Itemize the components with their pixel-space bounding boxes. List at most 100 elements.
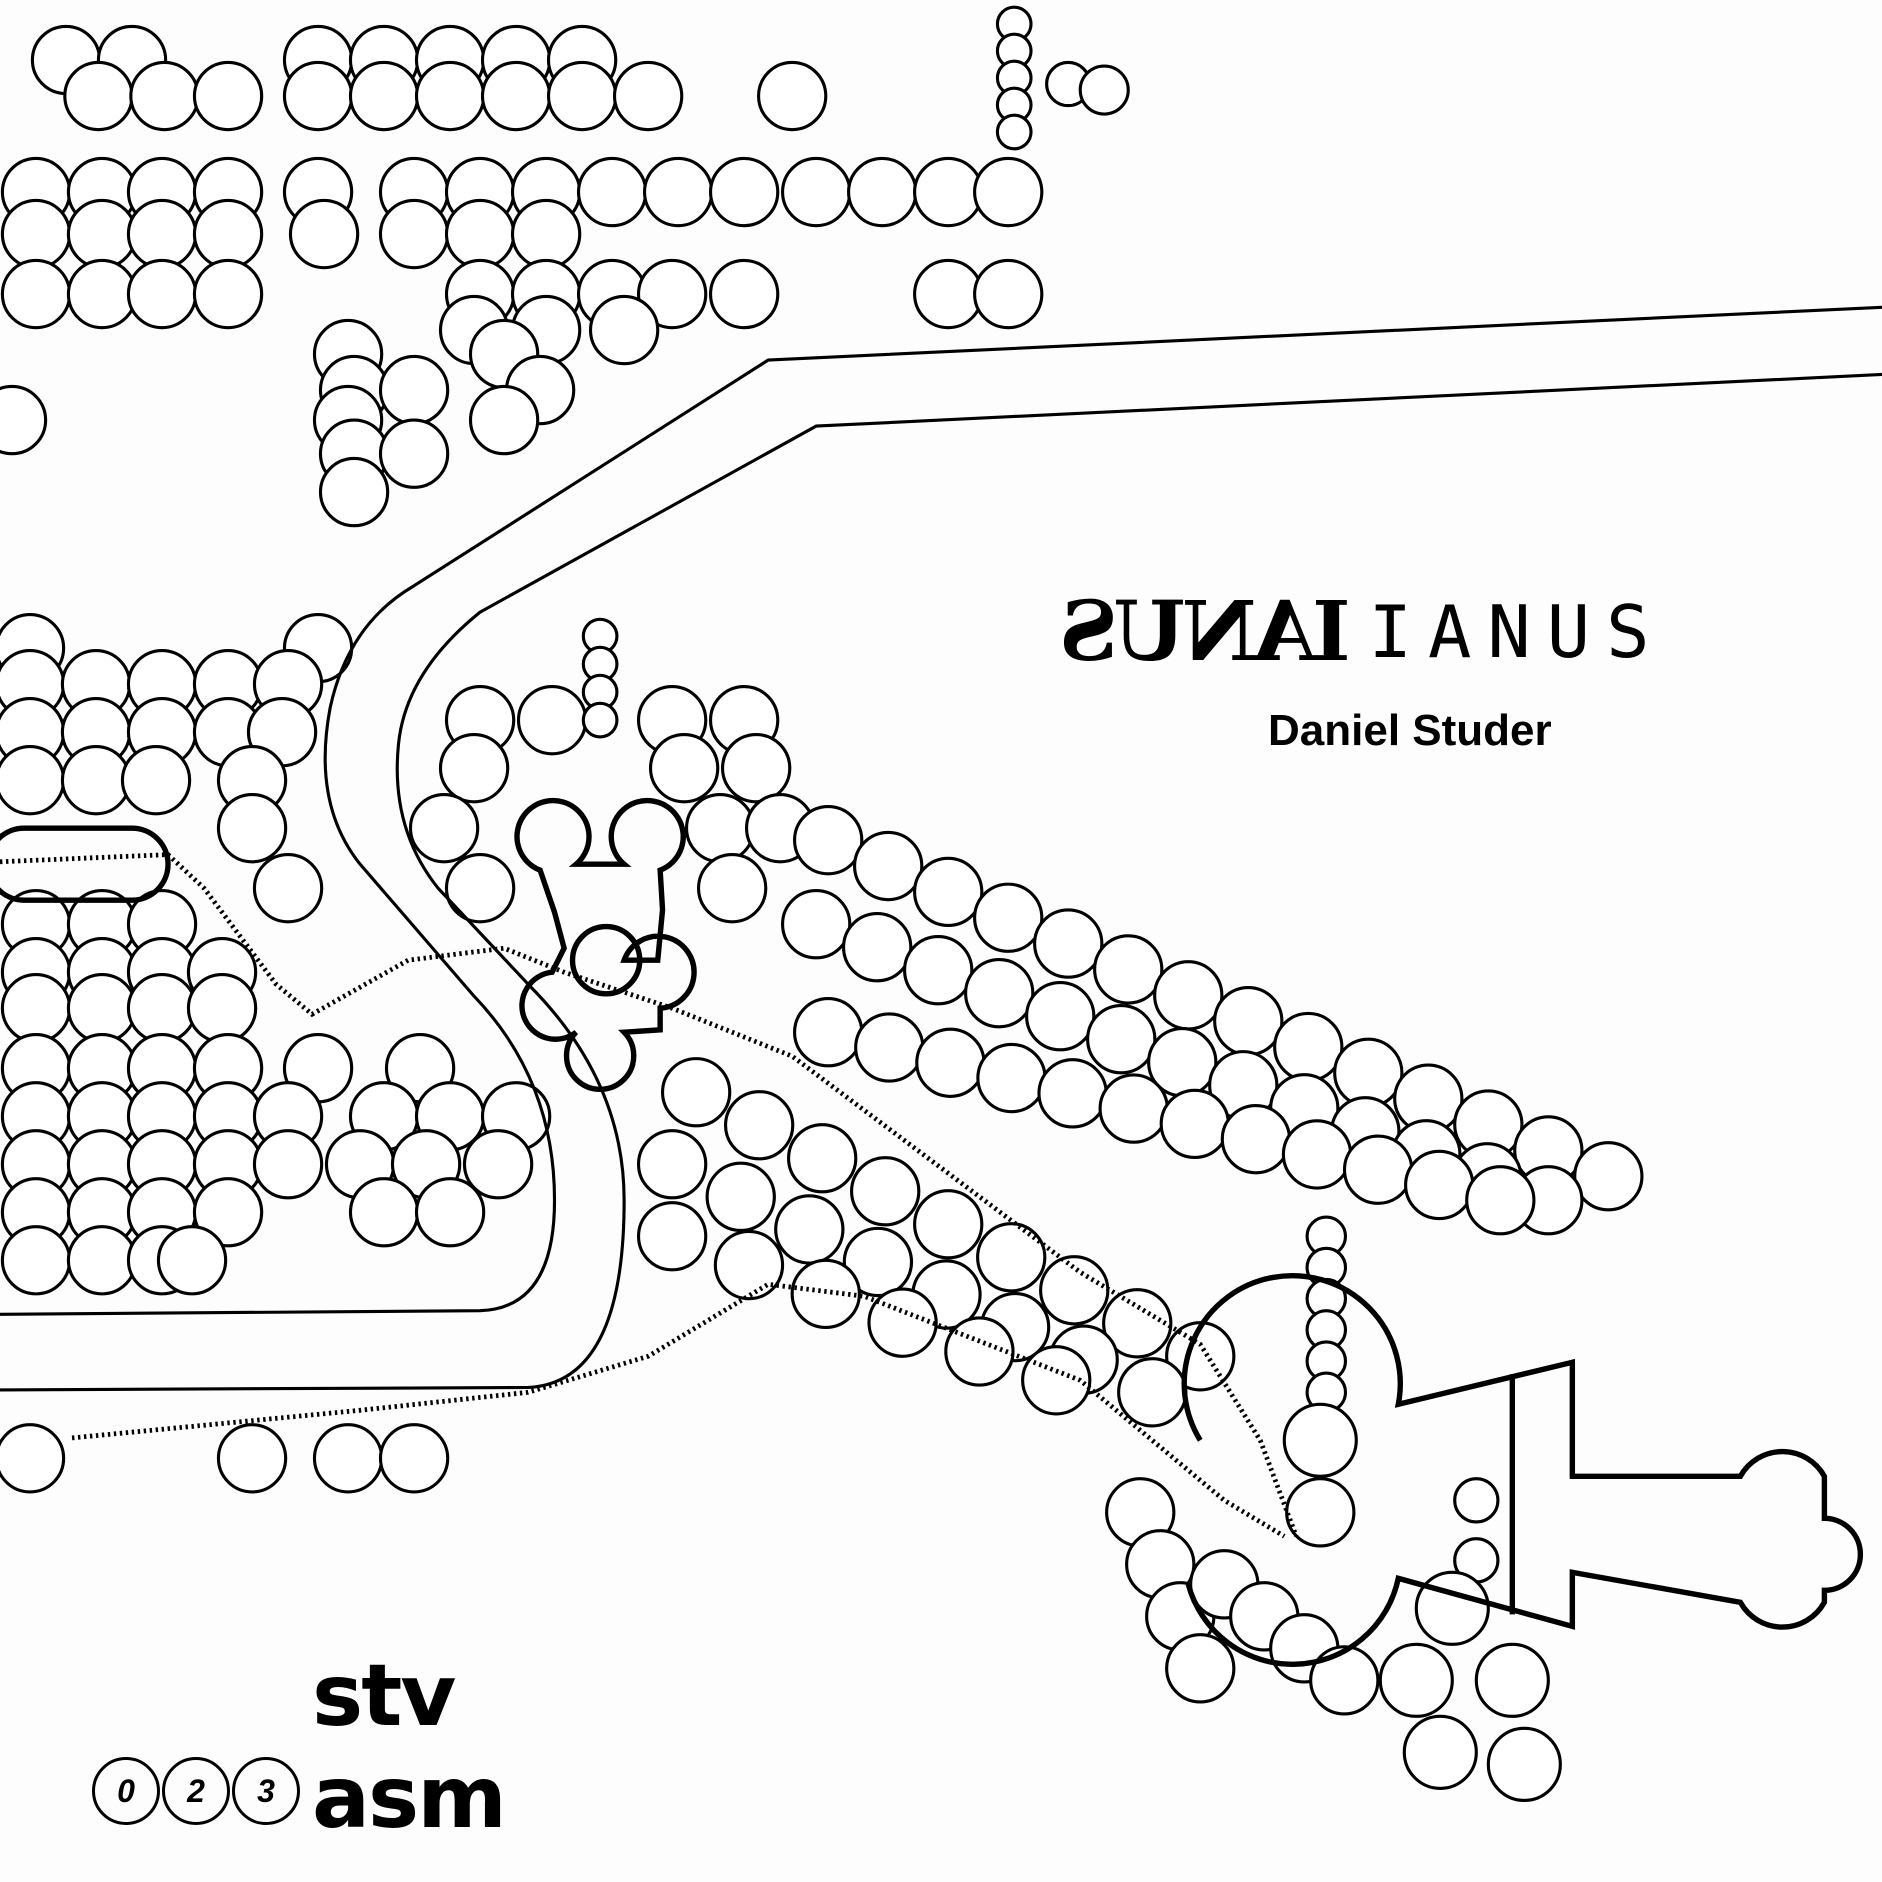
tree-circle xyxy=(995,113,1033,151)
tree-circle xyxy=(1453,1477,1500,1524)
tree-circle xyxy=(793,997,864,1068)
tree-circle xyxy=(708,156,780,228)
tree-circle xyxy=(1153,960,1224,1031)
tree-circle xyxy=(510,198,582,270)
tree-circle xyxy=(438,732,510,804)
tree-circle xyxy=(781,889,852,960)
tree-circle xyxy=(516,684,588,756)
series-digit: 2 xyxy=(162,1757,230,1825)
road xyxy=(0,305,1882,1392)
tree-circle xyxy=(636,1201,708,1272)
tree-circle xyxy=(1342,1134,1414,1205)
tree-circle xyxy=(705,1161,776,1232)
tree-circle xyxy=(913,856,984,928)
tree-circle xyxy=(1573,1141,1644,1212)
road-inner-edge xyxy=(0,372,1882,1392)
tree-circle xyxy=(126,258,198,330)
building-small xyxy=(514,797,697,1092)
tree-circle xyxy=(0,1423,66,1494)
tree-circle xyxy=(708,258,780,330)
tree-circle xyxy=(60,744,132,816)
series-digit: 3 xyxy=(232,1757,300,1825)
tree-circle xyxy=(414,60,486,132)
tree-circle xyxy=(378,1423,450,1494)
tree-circle xyxy=(636,1129,708,1200)
tree-circle xyxy=(660,1057,732,1128)
tree-circle xyxy=(757,60,828,132)
tree-circle xyxy=(0,745,66,816)
tree-circle xyxy=(1273,1011,1344,1083)
tree-circle xyxy=(192,60,264,132)
tree-circle xyxy=(842,1226,914,1298)
tree-circle xyxy=(1102,1288,1173,1359)
tree-circle xyxy=(842,912,913,983)
dotted-path xyxy=(0,852,1299,1538)
tree-circle xyxy=(581,701,619,739)
tree-circle xyxy=(0,198,72,270)
tree-circle xyxy=(1414,1570,1490,1646)
tree-circle xyxy=(944,1316,1015,1387)
tree-circle xyxy=(444,853,516,924)
series-number: 0 2 3 xyxy=(92,1757,300,1825)
tree-circle xyxy=(793,805,864,876)
tree-circle xyxy=(847,156,918,228)
tree-circle xyxy=(120,744,192,816)
tree-circle xyxy=(0,973,72,1044)
tree-circle xyxy=(1086,1004,1157,1075)
tree-circle xyxy=(348,60,420,132)
tree-circle xyxy=(66,198,138,270)
tree-circle xyxy=(66,258,138,330)
tree-circle xyxy=(480,60,552,132)
title-text: IANUS xyxy=(1368,590,1666,674)
tree-circle xyxy=(1098,1073,1169,1144)
building-large xyxy=(1181,1272,1864,1667)
tree-circle xyxy=(1093,934,1164,1005)
book-title: IANUS IANUS xyxy=(1063,584,1666,680)
tree-circle xyxy=(588,294,660,366)
tree-circle xyxy=(774,1194,845,1265)
tree-circle xyxy=(1039,1255,1110,1326)
tree-circle xyxy=(288,198,360,270)
tree-circle xyxy=(576,156,648,228)
tree-circle xyxy=(648,732,720,804)
tree-circle xyxy=(913,258,984,330)
tree-circle xyxy=(66,1225,138,1296)
tree-circle xyxy=(612,60,684,132)
tree-circle xyxy=(63,60,134,132)
tree-circle xyxy=(1486,1726,1562,1802)
tree-circle xyxy=(444,198,516,270)
tree-circle xyxy=(468,384,540,456)
tree-circle xyxy=(126,973,198,1044)
tree-circle xyxy=(318,456,390,528)
tree-circle xyxy=(781,156,852,228)
tree-circle xyxy=(156,1225,228,1296)
tree-circle xyxy=(1220,1103,1292,1175)
tree-circle xyxy=(854,1012,925,1083)
tree-circle xyxy=(1474,1642,1550,1718)
publisher-logo: stv asm xyxy=(312,1645,507,1849)
building-left xyxy=(0,825,171,903)
tree-circle xyxy=(1213,985,1284,1057)
tree-circle xyxy=(378,354,450,426)
tree-circle xyxy=(414,1177,486,1248)
tree-circle xyxy=(903,935,974,1006)
tree-circle xyxy=(964,958,1035,1029)
tree-circle xyxy=(66,973,138,1044)
tree-circle xyxy=(1402,1714,1478,1790)
tree-circle xyxy=(186,973,258,1044)
tree-circle xyxy=(1037,1058,1108,1129)
tree-circle xyxy=(282,60,354,132)
tree-circle xyxy=(126,198,198,270)
tree-circle xyxy=(1285,1477,1356,1548)
tree-circle xyxy=(696,853,768,924)
tree-circle xyxy=(713,1229,785,1301)
tree-circle xyxy=(1033,908,1104,979)
tree-circle xyxy=(1025,981,1096,1052)
tree-circle xyxy=(1465,1165,1536,1236)
tree-circle xyxy=(192,1177,264,1248)
tree-circle xyxy=(636,258,708,330)
tree-circle xyxy=(973,258,1044,330)
tree-circle xyxy=(1078,64,1130,116)
tree-circle xyxy=(973,156,1044,228)
